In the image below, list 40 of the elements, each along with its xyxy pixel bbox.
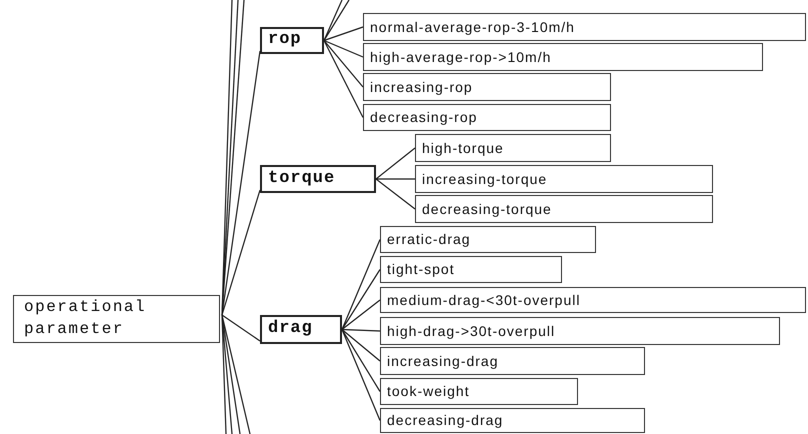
item-box: increasing-torque xyxy=(415,165,713,193)
category-box: operational parameter xyxy=(13,295,220,343)
connector-line xyxy=(323,40,364,118)
connector-line xyxy=(323,0,343,41)
connector-line xyxy=(221,314,251,434)
connector-line xyxy=(222,314,260,342)
group-box: drag xyxy=(260,315,342,344)
connector-line xyxy=(221,0,245,316)
connector-line xyxy=(342,328,380,332)
connector-line xyxy=(342,329,380,362)
connector-line xyxy=(221,314,233,434)
item-box: increasing-drag xyxy=(380,347,645,375)
item-box: erratic-drag xyxy=(380,226,596,253)
connector-line xyxy=(376,178,416,210)
connector-line xyxy=(376,178,415,180)
connector-line xyxy=(324,40,364,58)
connector-line xyxy=(342,269,380,330)
item-box: high-drag->30t-overpull xyxy=(380,317,780,345)
item-box: decreasing-rop xyxy=(363,104,611,131)
item-box: decreasing-drag xyxy=(380,408,645,433)
item-box: normal-average-rop-3-10m/h xyxy=(363,13,806,41)
connector-line xyxy=(221,190,261,316)
connector-line xyxy=(324,26,364,42)
item-box: high-torque xyxy=(415,134,611,162)
item-box: tight-spot xyxy=(380,256,562,283)
connector-line xyxy=(342,300,380,330)
connector-line xyxy=(341,239,381,330)
item-box: medium-drag-<30t-overpull xyxy=(380,287,806,313)
item-box: high-average-rop->10m/h xyxy=(363,43,763,71)
connector-line xyxy=(323,0,350,41)
group-box: torque xyxy=(260,165,376,193)
connector-line xyxy=(341,329,381,421)
connector-line xyxy=(376,148,416,180)
connector-line xyxy=(221,314,241,434)
item-box: took-weight xyxy=(380,378,578,405)
connector-line xyxy=(324,40,364,88)
connector-line xyxy=(341,329,381,392)
group-box: rop xyxy=(260,27,324,54)
item-box: increasing-rop xyxy=(363,73,611,101)
item-box: decreasing-torque xyxy=(415,195,713,223)
